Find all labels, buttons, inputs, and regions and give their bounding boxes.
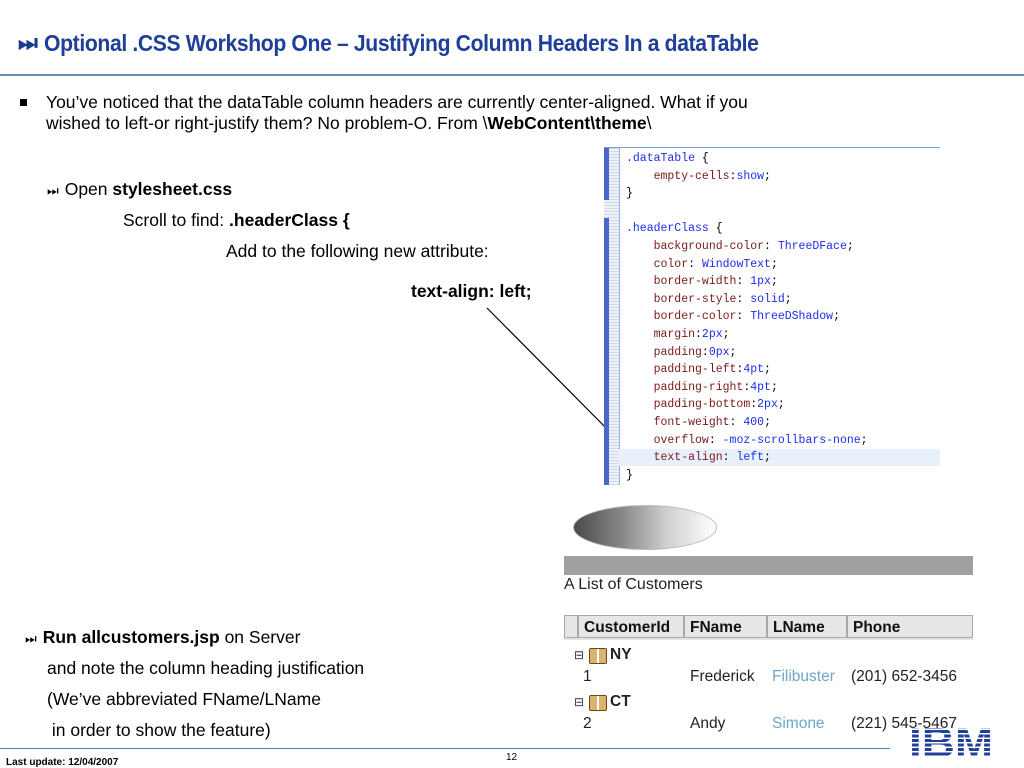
table-title-bar bbox=[564, 556, 973, 575]
code-line: padding-right:4pt; bbox=[626, 380, 778, 394]
footer-divider bbox=[0, 748, 890, 749]
step-scroll-target: .headerClass { bbox=[229, 210, 350, 230]
page-number: 12 bbox=[506, 752, 518, 763]
code-line: empty-cells:show; bbox=[626, 169, 771, 183]
code-line: } bbox=[626, 187, 633, 201]
header-spacer bbox=[564, 615, 578, 638]
step-run-line-4: in order to show the feature) bbox=[47, 720, 271, 740]
step-open-file: stylesheet.css bbox=[112, 179, 233, 199]
header-phone[interactable]: Phone bbox=[847, 615, 973, 638]
table-group-ny: ⊟ NY 1 Frederick Filibuster (201) 652-34… bbox=[564, 645, 973, 689]
step-run-line-3: (We’ve abbreviated FName/LName bbox=[47, 689, 321, 709]
table-header-row: CustomerId FName LName Phone bbox=[564, 615, 973, 640]
group-name: CT bbox=[610, 693, 631, 710]
cell-fname: Andy bbox=[690, 715, 726, 732]
header-fname[interactable]: FName bbox=[684, 615, 767, 638]
step-add: Add to the following new attribute: bbox=[226, 241, 489, 261]
skip-forward-icon: ⏭ bbox=[47, 183, 59, 198]
slide-title: Optional .CSS Workshop One – Justifying … bbox=[43, 29, 759, 56]
cell-customerid: 1 bbox=[583, 668, 592, 685]
css-code-editor: .dataTable { empty-cells:show;} .headerCl… bbox=[604, 147, 940, 485]
header-lname[interactable]: LName bbox=[767, 615, 847, 638]
code-line: padding:0px; bbox=[626, 345, 737, 359]
step-open-label: Open bbox=[64, 179, 113, 199]
table-caption: A List of Customers bbox=[564, 576, 703, 593]
cell-lname-link[interactable]: Filibuster bbox=[772, 668, 835, 685]
highlighted-line bbox=[619, 449, 940, 466]
cell-fname: Frederick bbox=[690, 668, 755, 685]
cell-phone: (221) 545-5467 bbox=[851, 715, 957, 732]
code-line: background-color: ThreeDFace; bbox=[626, 240, 854, 253]
intro-path: WebContent\theme bbox=[487, 113, 647, 133]
skip-forward-icon: ⏭ bbox=[18, 30, 38, 55]
last-update: Last update: 12/04/2007 bbox=[6, 757, 119, 768]
code-line: text-align: left; bbox=[626, 451, 771, 465]
step-run-line-2: and note the column heading justificatio… bbox=[47, 658, 365, 678]
collapse-toggle-icon[interactable]: ⊟ bbox=[574, 695, 585, 709]
step-open: ⏭ Open stylesheet.css bbox=[47, 178, 232, 202]
code-line: overflow: -moz-scrollbars-none; bbox=[626, 433, 868, 447]
code-line: font-weight: 400; bbox=[626, 416, 771, 429]
slide-title-row: ⏭ Optional .CSS Workshop One – Justifyin… bbox=[18, 26, 821, 60]
ibm-logo: IBM bbox=[909, 721, 993, 761]
code-line: padding-bottom:2px; bbox=[626, 398, 785, 412]
cell-phone: (201) 652-3456 bbox=[851, 668, 957, 685]
intro-text: wished to left-or right-justify them? No… bbox=[46, 113, 488, 133]
table-group-ct: ⊟ CT 2 Andy Simone (221) 545-5467 bbox=[564, 692, 973, 736]
book-icon bbox=[589, 695, 607, 711]
collapse-toggle-icon[interactable]: ⊟ bbox=[574, 648, 585, 662]
editor-gutter bbox=[604, 148, 620, 485]
code-line: padding-left:4pt; bbox=[626, 363, 771, 377]
step-run-rest: on Server bbox=[219, 627, 301, 647]
square-bullet-icon bbox=[20, 99, 27, 106]
step-run-file: Run allcustomers.jsp bbox=[42, 627, 220, 647]
code-line: } bbox=[626, 468, 633, 482]
cell-customerid: 2 bbox=[583, 715, 592, 732]
step-scroll-label: Scroll to find: bbox=[123, 210, 230, 230]
step-run: ⏭ Run allcustomers.jsp on Server bbox=[25, 626, 300, 650]
code-line: color: WindowText; bbox=[626, 257, 778, 271]
gradient-pill-shape bbox=[573, 505, 717, 550]
cell-lname-link[interactable]: Simone bbox=[772, 715, 825, 732]
skip-forward-icon: ⏭ bbox=[25, 631, 37, 646]
intro-line-1: You’ve noticed that the dataTable column… bbox=[46, 92, 748, 112]
header-customerid[interactable]: CustomerId bbox=[578, 615, 684, 638]
group-name: NY bbox=[610, 646, 632, 663]
code-line: border-style: solid; bbox=[626, 292, 792, 306]
code-line: border-color: ThreeDShadow; bbox=[626, 310, 840, 324]
code-line: .dataTable { bbox=[626, 152, 709, 165]
book-icon bbox=[589, 648, 607, 664]
step-scroll: Scroll to find: .headerClass { bbox=[123, 209, 350, 231]
intro-paragraph: You’ve noticed that the dataTable column… bbox=[46, 92, 1006, 134]
code-line: border-width: 1px; bbox=[626, 275, 778, 289]
intro-text-end: \ bbox=[646, 113, 652, 133]
code-line: .headerClass { bbox=[626, 222, 723, 236]
step-attribute: text-align: left; bbox=[411, 281, 532, 301]
svg-text:IBM: IBM bbox=[909, 721, 993, 761]
code-line: margin:2px; bbox=[626, 328, 730, 341]
title-divider bbox=[0, 74, 1024, 76]
intro-line-2: wished to left-or right-justify them? No… bbox=[46, 113, 1006, 134]
